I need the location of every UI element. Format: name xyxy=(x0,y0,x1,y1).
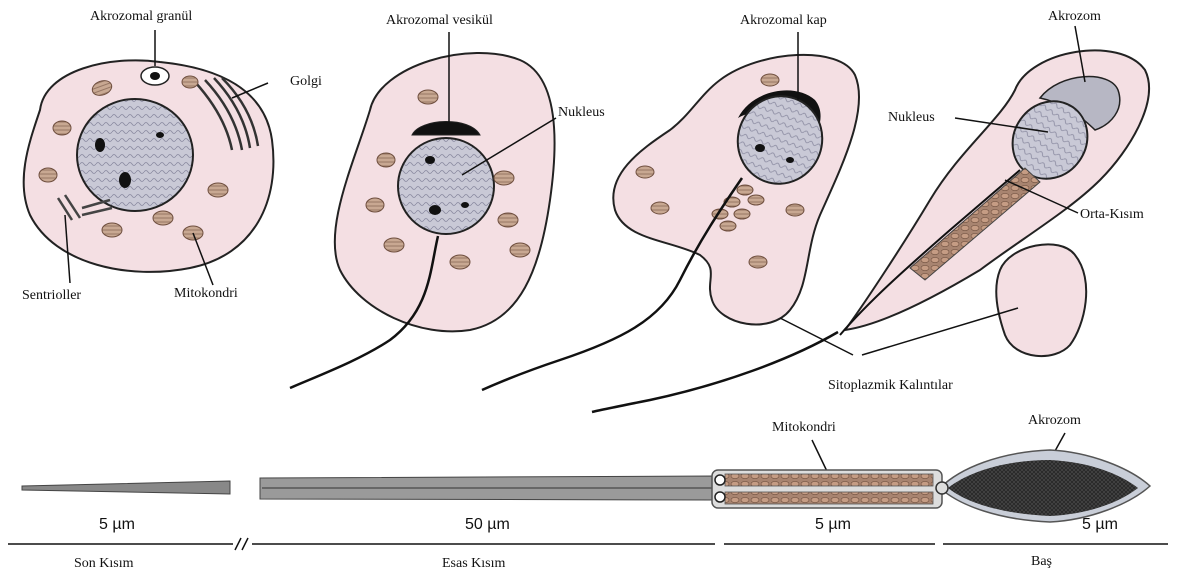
label-orta-kisim: Orta-Kısım xyxy=(1080,207,1144,223)
label-nukleus-1: Nukleus xyxy=(558,105,605,121)
segment-bas: Baş xyxy=(1031,554,1052,570)
label-akrozom-bottom: Akrozom xyxy=(1028,413,1081,429)
cell-4-tail xyxy=(592,332,838,412)
cytoplasmic-remnant-body xyxy=(996,244,1086,356)
scale-orta: 5 µm xyxy=(815,516,851,534)
segment-rulers xyxy=(8,538,1168,550)
scale-son: 5 µm xyxy=(99,516,135,534)
spermatid-cell-2 xyxy=(290,53,555,388)
spermatid-cell-4 xyxy=(840,50,1149,356)
scale-esas: 50 µm xyxy=(465,516,510,534)
cell-1-nucleus xyxy=(77,99,193,211)
label-akrozom-top: Akrozom xyxy=(1048,9,1101,25)
segment-esas-kisim: Esas Kısım xyxy=(442,556,505,572)
label-mitokondri-top: Mitokondri xyxy=(174,286,238,302)
label-akrozomal-vesikul: Akrozomal vesikül xyxy=(386,13,493,29)
label-akrozomal-granul: Akrozomal granül xyxy=(90,9,192,25)
end-piece xyxy=(22,481,230,494)
label-mitokondri-bottom: Mitokondri xyxy=(772,420,836,436)
spermatid-cell-1 xyxy=(24,60,274,272)
label-akrozomal-kap: Akrozomal kap xyxy=(740,13,827,29)
cell-2-nucleus xyxy=(398,138,494,234)
label-golgi: Golgi xyxy=(290,74,322,90)
scale-bas: 5 µm xyxy=(1082,516,1118,534)
cell-3-cytoplasm xyxy=(613,55,859,325)
label-nukleus-2: Nukleus xyxy=(888,110,935,126)
label-sentrioller: Sentrioller xyxy=(22,288,81,304)
segment-son-kisim: Son Kısım xyxy=(74,556,134,572)
mature-spermatozoon xyxy=(22,450,1150,522)
label-sitoplazmik-kalintilar: Sitoplazmik Kalıntılar xyxy=(828,378,953,394)
